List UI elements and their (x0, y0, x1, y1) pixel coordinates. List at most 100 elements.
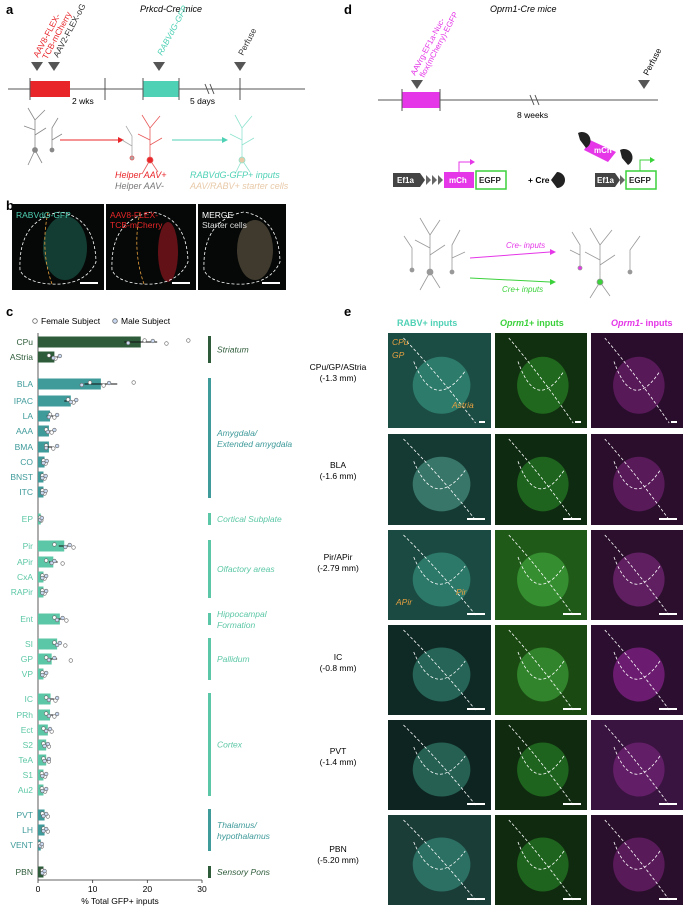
female-point (101, 383, 106, 388)
category-label: Pir (23, 541, 34, 551)
bar (38, 336, 141, 348)
female-point (52, 415, 57, 420)
arrow-magenta (469, 251, 551, 259)
category-label: S2 (23, 740, 34, 750)
region-outline (508, 629, 574, 711)
micrograph-tile (495, 333, 587, 428)
gap-5days: 5 days (190, 96, 215, 106)
male-point (40, 788, 45, 794)
micrograph-grid (388, 333, 683, 905)
region-outline (403, 534, 476, 616)
male-point (55, 412, 60, 418)
micrograph-tile (495, 434, 587, 525)
cre-minus-label: Cre- inputs (506, 241, 545, 250)
row-coord-label: (-1.6 mm) (320, 471, 357, 481)
signal-region (613, 456, 665, 512)
injection-period-magenta (402, 92, 440, 108)
region-outline (413, 361, 466, 391)
group-bracket (208, 693, 211, 796)
row-region-label: CPu/GP/AStria (310, 362, 367, 372)
category-label: BLA (17, 379, 33, 389)
region-outline (413, 841, 466, 870)
micrograph-rabv-label: RABVdG-GFP (16, 210, 71, 220)
injection-period-teal (143, 81, 179, 97)
category-label: AAA (16, 426, 33, 436)
micrograph-tile (591, 530, 683, 620)
arrow-green (469, 277, 551, 283)
male-point (46, 657, 52, 663)
male-point (39, 841, 44, 847)
micrograph-tile (388, 720, 491, 810)
group-label-line2: Extended amygdala (217, 439, 292, 449)
region-outline (413, 651, 466, 680)
x-tick-label: 30 (197, 884, 207, 894)
region-outline (517, 746, 565, 775)
category-label: PBN (16, 867, 33, 877)
signal-region (517, 356, 569, 414)
legend-male-marker (112, 318, 118, 324)
region-outline (508, 534, 574, 616)
male-point (52, 427, 57, 433)
category-label: S1 (23, 770, 34, 780)
male-point (42, 758, 47, 764)
male-point (45, 429, 50, 435)
row-region-label: Pir/APir (324, 552, 353, 562)
ef1a-label-2: Ef1a (597, 176, 614, 185)
category-label: GP (21, 654, 34, 664)
construct-before (393, 159, 507, 190)
region-outline (613, 556, 661, 585)
micrograph-tile (591, 720, 683, 810)
region-outline (403, 337, 476, 424)
male-point (44, 771, 49, 777)
neuron-group-right-icon (569, 227, 641, 299)
group-bracket (208, 540, 211, 598)
category-label: CPu (16, 337, 33, 347)
perfuse-label: Perfuse (236, 26, 259, 57)
region-outline (604, 337, 670, 424)
male-point (52, 558, 57, 564)
micrograph-merge-label1: MERGE (202, 210, 234, 220)
group-label: Amygdala/ (216, 428, 259, 438)
gap-2wks: 2 wks (72, 96, 94, 106)
perfuse-marker (234, 62, 246, 71)
group-bracket (208, 613, 211, 625)
col-header-rabv: RABV+ inputs (397, 318, 457, 328)
bar (38, 425, 49, 437)
male-point (45, 741, 50, 747)
male-point (47, 726, 53, 732)
male-point (79, 382, 84, 388)
bar (38, 709, 51, 721)
cre-pacman-icon (551, 172, 565, 188)
row-region-label: PVT (330, 746, 347, 756)
category-label: RAPir (11, 587, 33, 597)
group-label: Cortex (217, 740, 243, 750)
region-outline (604, 629, 670, 711)
row-region-label: BLA (330, 460, 346, 470)
micrograph-tile (495, 815, 587, 905)
female-point (52, 542, 57, 547)
region-outline (508, 438, 574, 521)
signal-region (613, 647, 665, 702)
region-outline (604, 534, 670, 616)
region-outline (613, 461, 661, 489)
micrograph-tile (388, 333, 491, 428)
category-label: BNST (10, 472, 33, 482)
bar (38, 540, 65, 552)
micrograph-mcherry (106, 204, 196, 290)
group-bracket (208, 638, 211, 680)
category-label: Ect (21, 725, 34, 735)
female-point (68, 658, 73, 663)
male-point (106, 380, 112, 386)
gap-8weeks: 8 weeks (517, 110, 548, 120)
group-bracket (208, 336, 211, 363)
region-outline (413, 746, 466, 775)
male-point (57, 640, 62, 646)
bar (38, 824, 45, 836)
male-point (44, 826, 49, 832)
category-label: Au2 (18, 785, 33, 795)
micrograph-tile (388, 815, 491, 905)
female-point (52, 714, 57, 719)
category-label: Ent (20, 614, 33, 624)
male-point (49, 560, 54, 566)
construct-after (578, 131, 657, 190)
